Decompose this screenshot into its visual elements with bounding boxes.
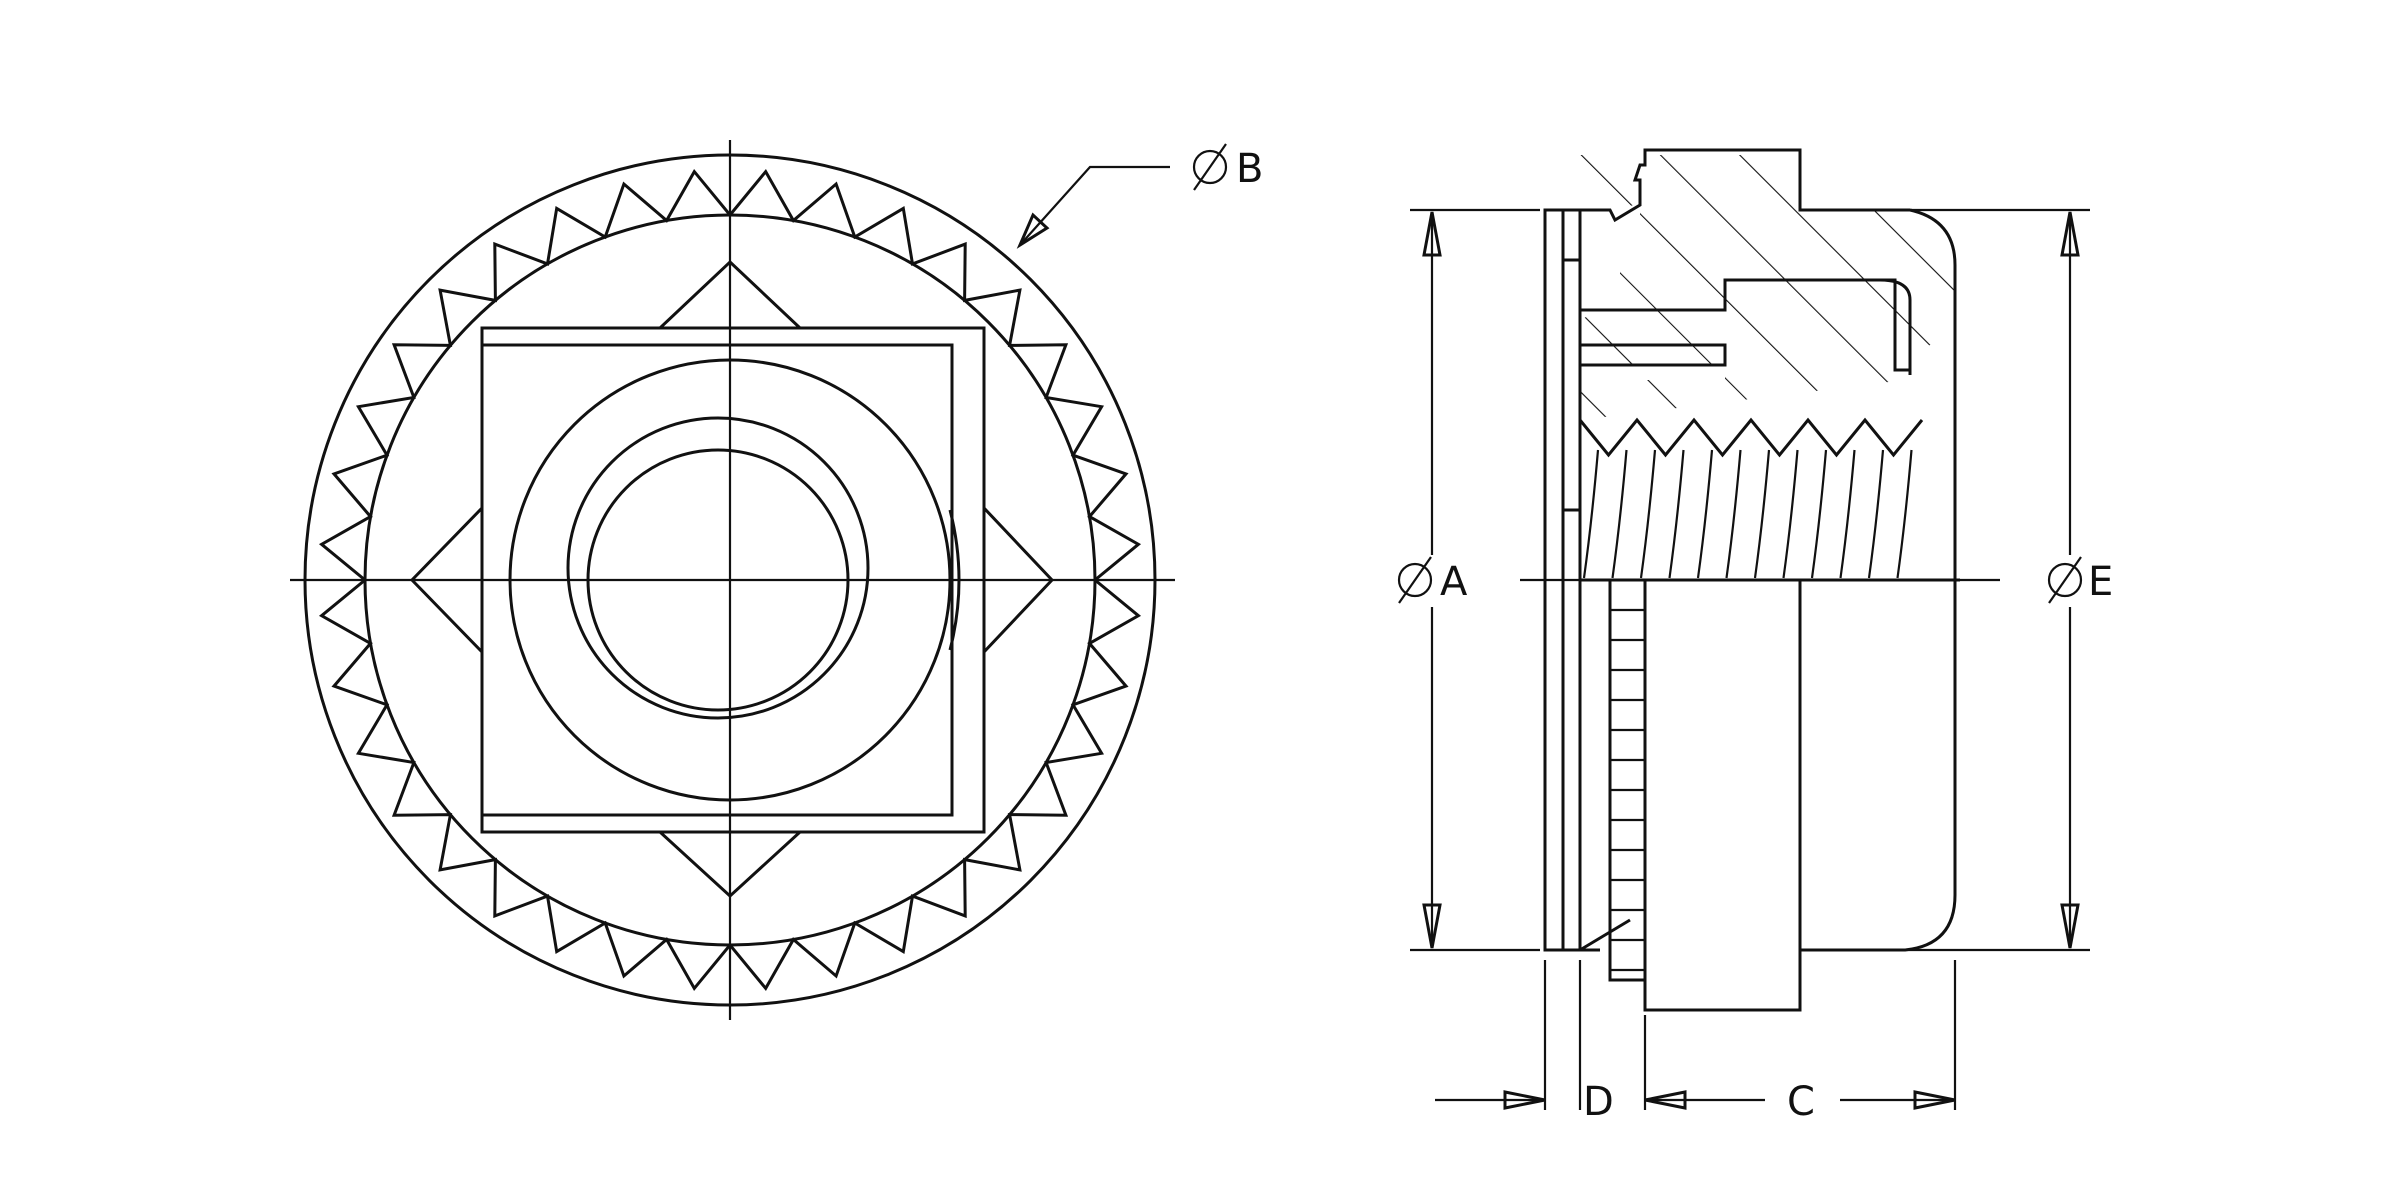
thread-helix-line xyxy=(1639,449,1657,579)
side-view xyxy=(1388,148,2125,1110)
thread-helix-line xyxy=(1753,449,1771,579)
svg-text:A: A xyxy=(1440,559,1468,605)
section-hatch xyxy=(1570,155,1955,420)
dim-a-arrow-top xyxy=(1422,211,1442,257)
dim-e-arrow-bottom xyxy=(2060,903,2080,949)
dim-d-arrow xyxy=(1503,1090,1546,1110)
dim-c-arrow-left xyxy=(1644,1090,1687,1110)
thread-lines xyxy=(1582,449,1913,579)
svg-text:E: E xyxy=(2088,559,2113,605)
thread-helix-line xyxy=(1810,449,1828,579)
body-bottom-right xyxy=(1800,580,1957,952)
label-dim-c: C xyxy=(1787,1079,1815,1125)
diameter-symbol-icon xyxy=(1192,143,1228,191)
thread-helix-line xyxy=(1582,449,1600,579)
diameter-symbol-icon xyxy=(1397,556,1433,604)
section-top-outline xyxy=(1545,148,1910,223)
diameter-symbol-icon xyxy=(2047,556,2083,604)
thread-helix-line xyxy=(1839,449,1856,579)
knurl-ticks xyxy=(1610,608,1645,972)
thread-helix-line xyxy=(1611,449,1628,579)
thread-helix-line xyxy=(1668,449,1685,579)
section-top-right-round xyxy=(1909,208,1957,345)
shank xyxy=(1643,578,1802,1012)
label-dia-a: A xyxy=(1397,556,1468,605)
front-view xyxy=(290,140,1175,1020)
thread-helix-line xyxy=(1696,449,1714,579)
dim-a-arrow-bottom xyxy=(1422,903,1442,949)
label-dia-e: E xyxy=(2047,556,2113,605)
thread-helix-line xyxy=(1896,449,1913,579)
leader-b-arrow xyxy=(1016,212,1050,249)
thread-helix-line xyxy=(1867,449,1885,579)
cavity-inner xyxy=(1580,343,1727,367)
flange-step xyxy=(1561,258,1582,512)
thread-helix-line xyxy=(1782,449,1799,579)
svg-text:B: B xyxy=(1236,146,1263,192)
thread-profile xyxy=(1578,417,1924,458)
dim-c-arrow-right xyxy=(1913,1090,1956,1110)
label-dia-b: B xyxy=(1192,143,1263,192)
flange-bottom-diag xyxy=(1579,918,1631,952)
bore-circle-outer xyxy=(566,416,870,720)
label-dim-d: D xyxy=(1583,1079,1614,1125)
leader-b xyxy=(1019,165,1170,246)
cavity-round xyxy=(1879,278,1912,375)
thread-helix-line xyxy=(1725,449,1742,579)
dim-e-arrow-top xyxy=(2060,211,2080,257)
